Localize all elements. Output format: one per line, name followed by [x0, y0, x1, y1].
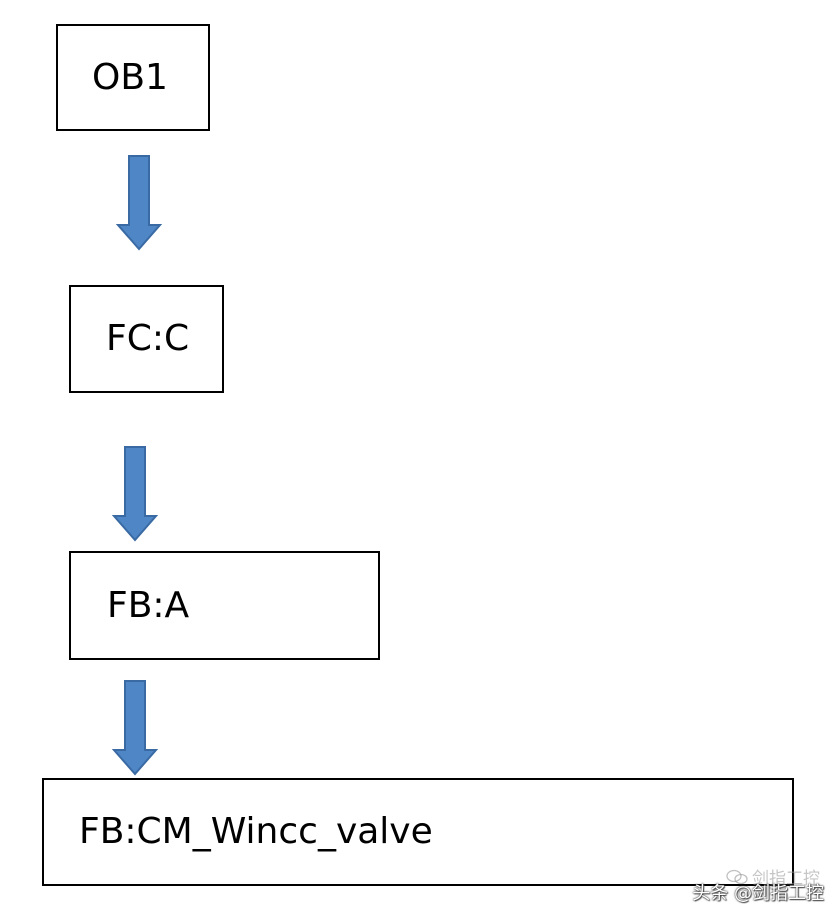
wechat-icon	[726, 869, 748, 884]
node-label: OB1	[92, 56, 168, 98]
node-label: FB:A	[107, 584, 190, 626]
watermark: 头条 @剑指工控	[692, 879, 824, 905]
node-fb-a: FB:A	[69, 551, 380, 660]
node-label: FB:CM_Wincc_valve	[79, 811, 433, 852]
node-fb-cm-wincc-valve: FB:CM_Wincc_valve	[42, 778, 794, 886]
down-arrow-icon	[111, 680, 159, 776]
watermark-faint: 剑指工控	[726, 864, 820, 889]
node-fc-c: FC:C	[69, 285, 224, 393]
watermark-faint-text: 剑指工控	[752, 869, 820, 889]
watermark-text: 头条 @剑指工控	[692, 883, 824, 904]
node-label: FC:C	[106, 318, 190, 359]
down-arrow-icon	[115, 155, 163, 251]
down-arrow-icon	[111, 446, 159, 542]
node-ob1: OB1	[56, 24, 210, 131]
